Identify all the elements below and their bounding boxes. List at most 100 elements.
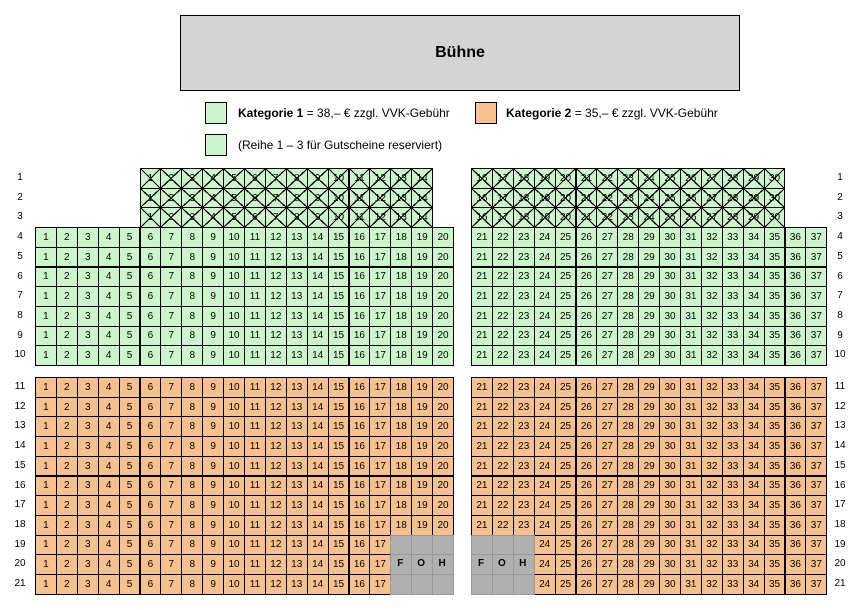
row-label-left: 3 [17,211,23,223]
seat: 13 [285,266,308,288]
seat: 6 [139,286,162,307]
seat: 27 [596,345,619,366]
seat: 6 [139,534,162,556]
seat: 19 [411,325,434,347]
seat: 31 [680,534,702,556]
seat: 7 [160,574,183,595]
seat: 36 [784,514,807,536]
seat: 12 [264,514,287,536]
seat: 13 [390,207,413,229]
seat: 14 [306,345,329,366]
seat: 12 [264,475,287,497]
seat: 30 [659,514,681,536]
seat: 37 [805,227,828,248]
seat: 28 [617,266,640,288]
seat: 36 [784,475,807,497]
seat: 25 [554,396,577,418]
seat: 20 [432,396,454,418]
legend-category-1-swatch [205,102,227,124]
seat: 11 [244,534,266,556]
seat: 36 [784,396,807,418]
seat: 5 [118,305,141,327]
seat: 24 [533,286,556,307]
seat: 27 [596,574,619,595]
row-label-right: 1 [837,172,843,183]
seat: 23 [512,455,535,477]
seat: 15 [327,475,350,497]
seat: 37 [805,475,828,497]
foh-block [512,534,535,556]
row-label-right: 8 [837,309,843,321]
seat: 5 [118,574,141,595]
seat: 25 [554,345,577,366]
seat: 7 [160,554,183,575]
seat: 32 [700,455,723,477]
seat: 37 [805,266,828,288]
seat: 3 [76,325,99,347]
seat: 25 [554,514,577,536]
seat: 13 [285,416,308,438]
seat: 5 [118,475,141,497]
seat: 27 [596,286,619,307]
seat: 3 [76,475,99,497]
seat: 2 [55,227,78,248]
seat: 15 [327,377,350,398]
seat: 14 [306,246,329,268]
seat: 30 [659,246,681,268]
seat: 36 [784,286,807,307]
seat: 30 [763,207,786,229]
seat: 14 [306,495,329,516]
seat: 3 [76,345,99,366]
seat: 31 [680,574,702,595]
seat: 26 [575,416,598,438]
seat: 5 [223,187,245,209]
seat: 1 [35,396,57,418]
seat: 18 [390,325,413,347]
seat: 37 [805,534,828,556]
seat: 23 [512,514,535,536]
seat: 17 [491,187,514,209]
seat: 3 [76,377,99,398]
seat: 27 [596,227,619,248]
seat: 2 [55,305,78,327]
foh-block [411,574,434,595]
seat: 4 [97,246,120,268]
seat: 25 [554,266,577,288]
seat: 28 [617,455,640,477]
seat: 36 [784,246,807,268]
seat: 10 [223,416,245,438]
seat: 8 [181,246,204,268]
seat: 7 [160,325,183,347]
seat: 8 [181,514,204,536]
seat: 1 [139,207,162,229]
seat: 31 [680,455,702,477]
seat: 13 [390,187,413,209]
seat: 10 [223,325,245,347]
seat: 3 [76,227,99,248]
seat: 19 [411,377,434,398]
seat: 19 [411,475,434,497]
foh-block [390,574,413,595]
row-label-right: 19 [834,538,846,550]
seat: 17 [369,325,392,347]
seat: 16 [348,455,371,477]
row-label-left: 6 [17,270,23,282]
seat: 6 [139,514,162,536]
seat: 7 [160,455,183,477]
seat: 20 [432,455,454,477]
seat: 17 [369,266,392,288]
seat: 28 [617,554,640,575]
seat: 30 [659,495,681,516]
seat: 34 [742,377,765,398]
foh-block [471,574,493,595]
seat: 36 [784,416,807,438]
seat: 8 [181,495,204,516]
stage-label: Bühne [435,44,485,61]
seat: 22 [491,266,514,288]
seat: 5 [118,554,141,575]
seat: 1 [35,574,57,595]
seat: 35 [763,475,786,497]
seat: 27 [596,377,619,398]
seat: 24 [533,475,556,497]
